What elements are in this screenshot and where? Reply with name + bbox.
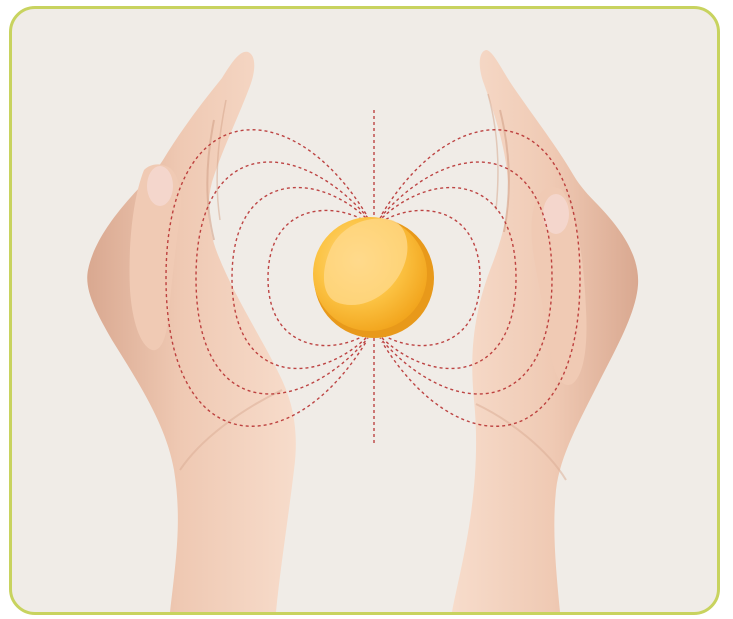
- right-hand: [452, 50, 638, 612]
- left-hand: [87, 52, 296, 612]
- left-thumbnail: [147, 166, 173, 206]
- glowing-sphere: [313, 217, 434, 338]
- right-thumbnail: [543, 194, 569, 234]
